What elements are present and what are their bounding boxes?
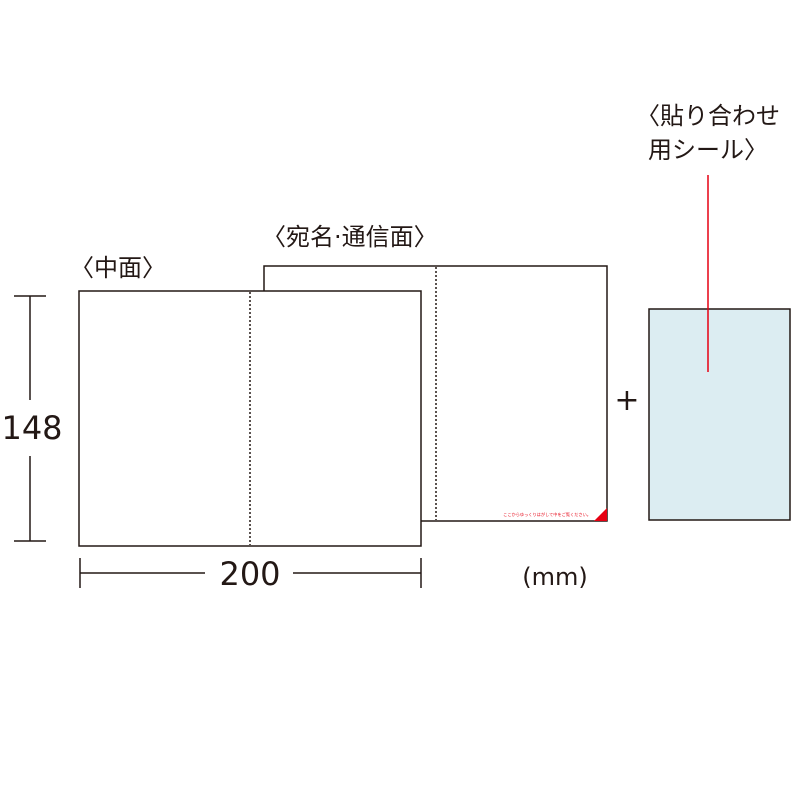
seal-label-line2: 用シール〉: [648, 136, 768, 164]
peel-note: ここからゆっくりはがして中をご覧ください。: [503, 511, 591, 518]
width-dimension: [79, 558, 422, 588]
seal-sticker: [648, 308, 791, 521]
address-side-label: 〈宛名·通信面〉: [262, 223, 438, 251]
inner-side-sheet: [78, 290, 422, 547]
width-value: 200: [219, 555, 280, 593]
peel-corner-mark: [594, 508, 607, 521]
seal-label-line1: 〈貼り合わせ: [636, 102, 780, 130]
height-value: 148: [1, 409, 62, 447]
height-dimension: [14, 295, 46, 542]
plus-sign: +: [614, 383, 639, 418]
unit-label: (mm): [522, 563, 587, 591]
inner-side-label: 〈中面〉: [70, 254, 166, 282]
